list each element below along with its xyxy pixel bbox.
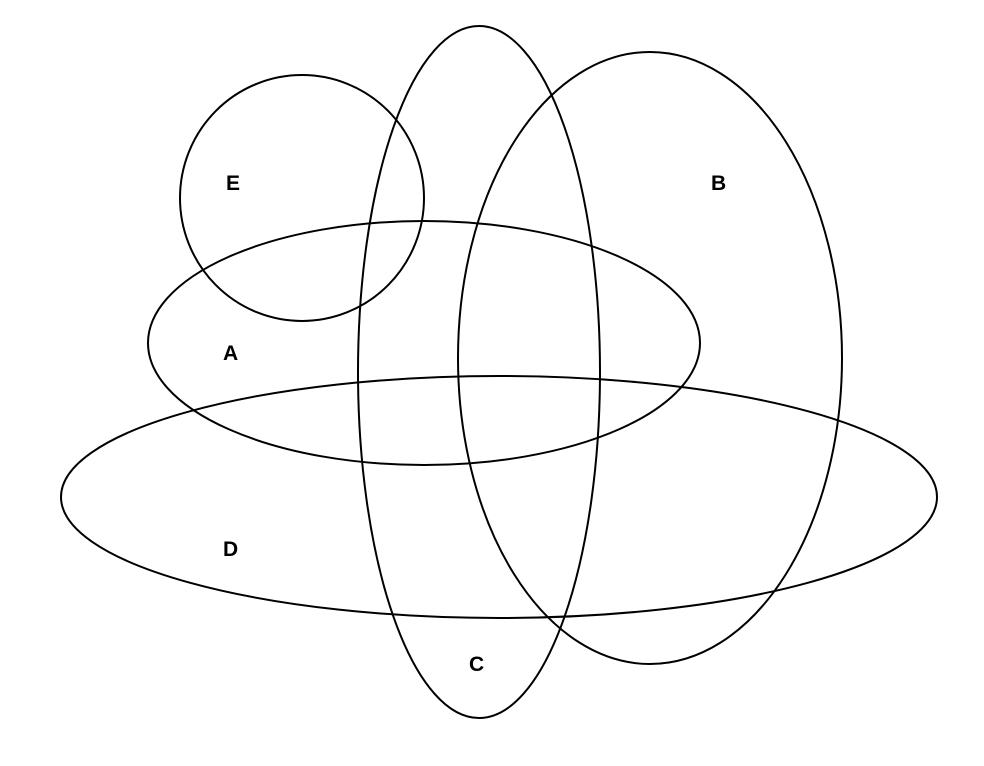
set-e-circle <box>179 74 425 322</box>
set-b-label: B <box>711 172 726 195</box>
set-c-label: C <box>469 653 484 676</box>
set-e-label: E <box>226 172 240 195</box>
set-d-label: D <box>223 538 238 561</box>
set-e: E <box>179 74 425 322</box>
set-c-ellipse <box>357 25 601 719</box>
set-b-ellipse <box>457 51 843 665</box>
set-d-ellipse <box>60 375 938 619</box>
set-b: B <box>457 51 843 665</box>
set-a-label: A <box>223 342 238 365</box>
set-d: D <box>60 375 938 619</box>
set-a: A <box>147 220 701 466</box>
set-a-ellipse <box>147 220 701 466</box>
set-c: C <box>357 25 601 719</box>
